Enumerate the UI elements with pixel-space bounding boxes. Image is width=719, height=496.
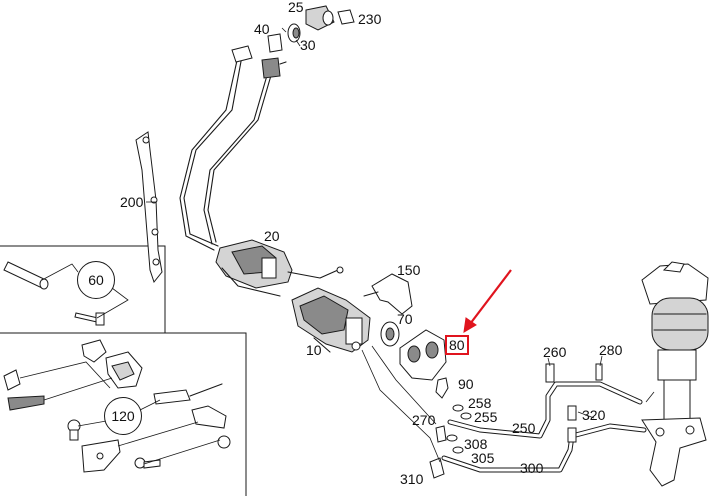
label-280: 280 — [599, 342, 623, 358]
air-lines — [361, 345, 647, 473]
callout-120: 120 — [104, 397, 142, 435]
label-30: 30 — [300, 37, 316, 53]
label-90: 90 — [458, 376, 474, 392]
label-308: 308 — [464, 436, 488, 452]
label-25: 25 — [288, 0, 304, 15]
label-320: 320 — [582, 407, 606, 423]
label-258: 258 — [468, 395, 492, 411]
bracket-200 — [135, 131, 163, 284]
label-260: 260 — [543, 344, 567, 360]
label-255: 255 — [474, 409, 498, 425]
label-250: 250 — [512, 420, 536, 436]
label-40: 40 — [254, 21, 270, 37]
air-strut — [641, 261, 709, 487]
label-305: 305 — [471, 450, 495, 466]
bracket-80 — [399, 329, 447, 381]
label-200: 200 — [120, 194, 144, 210]
inset-120-parts — [3, 339, 231, 473]
label-80-highlighted[interactable]: 80 — [445, 335, 469, 355]
label-270: 270 — [412, 412, 436, 428]
label-230: 230 — [358, 11, 382, 27]
inset-box-120 — [0, 332, 247, 496]
mount-70 — [380, 321, 400, 347]
label-10: 10 — [306, 342, 322, 358]
label-310: 310 — [400, 471, 424, 487]
label-70: 70 — [397, 311, 413, 327]
label-300: 300 — [520, 460, 544, 476]
highlight-arrow — [463, 269, 512, 333]
compressor-unit-10 — [291, 287, 371, 353]
callout-60: 60 — [77, 261, 115, 299]
fasteners — [429, 377, 472, 479]
inset-60-parts — [3, 261, 129, 326]
compressor-20 — [215, 239, 344, 297]
label-150: 150 — [397, 262, 421, 278]
top-sensor-parts — [267, 5, 355, 53]
bracket-150 — [363, 273, 413, 315]
inset-box-60 — [0, 245, 166, 333]
sensor-wires — [179, 45, 287, 251]
label-20: 20 — [264, 228, 280, 244]
label-leaders — [281, 27, 655, 419]
